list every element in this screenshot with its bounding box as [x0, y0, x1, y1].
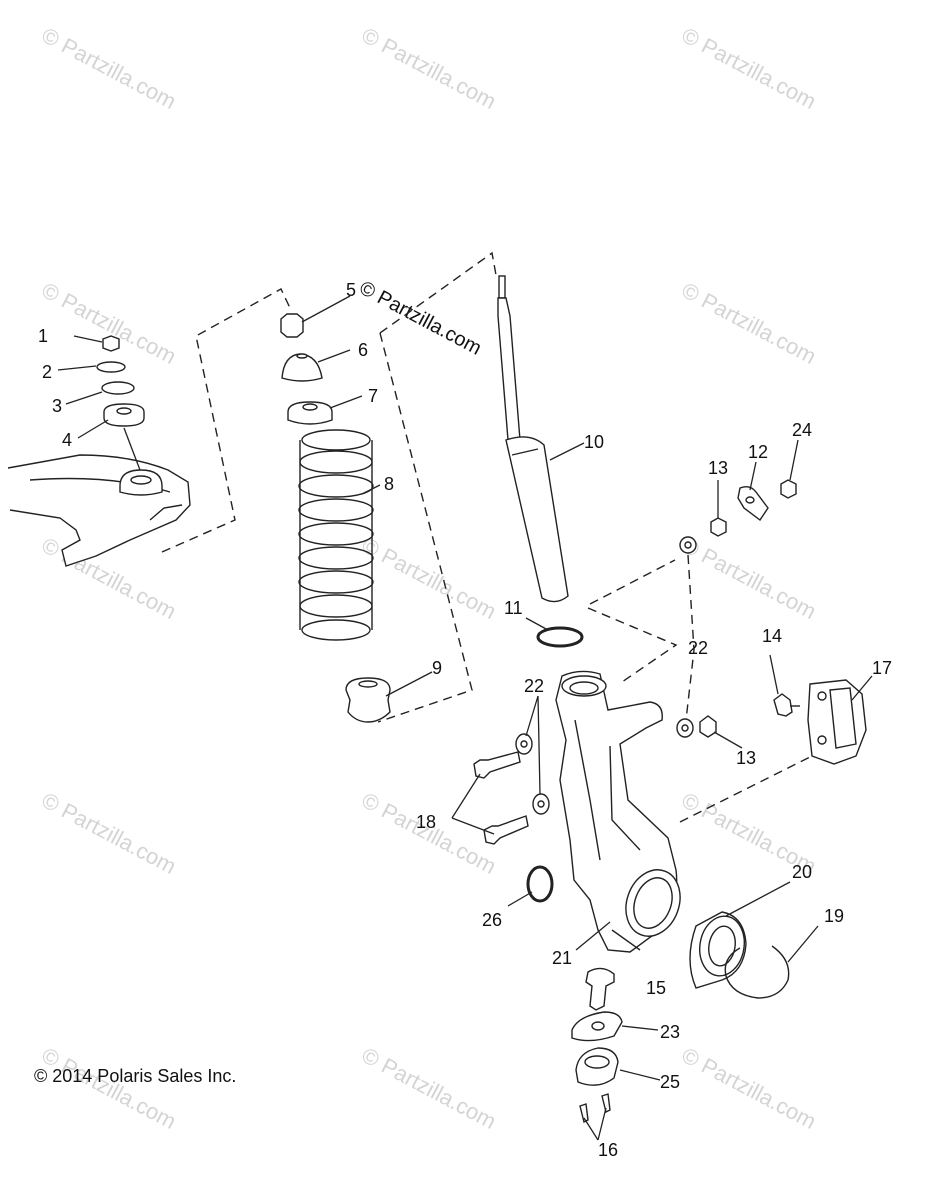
watermark: © Partzilla.com [38, 277, 181, 369]
cap-part-7 [287, 401, 333, 425]
callout-5[interactable]: 5 [346, 280, 356, 300]
callout-25[interactable]: 25 [660, 1072, 680, 1092]
callout-7[interactable]: 7 [368, 386, 378, 406]
watermark: © Partzilla.com [678, 22, 821, 114]
ball-joint-parts-15-16-23-25 [571, 967, 623, 1124]
nut-part-13-lower [699, 715, 717, 738]
washer-part-2 [96, 361, 126, 373]
callout-14[interactable]: 14 [762, 626, 782, 646]
steering-knuckle-part-21 [555, 670, 681, 953]
nut-part-24 [780, 479, 797, 499]
cap-part-6 [281, 353, 323, 382]
callout-22-left[interactable]: 22 [524, 676, 544, 696]
small-hardware-parts-12-13-24 [676, 479, 797, 738]
screw-part-16a [579, 1103, 589, 1124]
leader-lines [57, 295, 873, 1141]
top-mount-parts-5-7 [280, 313, 333, 425]
coil-spring-part-8 [298, 429, 374, 641]
clamp-part-12 [737, 485, 769, 522]
callout-1[interactable]: 1 [38, 326, 48, 346]
nut-part-13-upper [710, 517, 727, 537]
bolts-part-18 [473, 733, 550, 845]
callout-19[interactable]: 19 [824, 906, 844, 926]
washer-part-3 [101, 381, 135, 395]
nut-part-1 [102, 335, 120, 352]
watermark: © Partzilla.com [358, 22, 501, 114]
watermark: © Partzilla.com [38, 787, 181, 879]
assembly-dashed-lines [161, 251, 821, 823]
watermark: © Partzilla.com [358, 1042, 501, 1134]
callout-26[interactable]: 26 [482, 910, 502, 930]
watermark: © Partzilla.com [678, 532, 821, 624]
ring-part-11 [536, 626, 584, 648]
callout-17[interactable]: 17 [872, 658, 892, 678]
watermark: © Partzilla.com [678, 1042, 821, 1134]
screw-part-16b [601, 1093, 611, 1114]
callout-15[interactable]: 15 [646, 978, 666, 998]
bushing-stack-parts-1-4 [96, 335, 145, 427]
callout-20[interactable]: 20 [792, 862, 812, 882]
callout-21[interactable]: 21 [552, 948, 572, 968]
callout-6[interactable]: 6 [358, 340, 368, 360]
callout-13-lower[interactable]: 13 [736, 748, 756, 768]
watermark: © Partzilla.com [358, 787, 501, 879]
callout-10[interactable]: 10 [584, 432, 604, 452]
callout-23[interactable]: 23 [660, 1022, 680, 1042]
watermark: © Partzilla.com [38, 1042, 181, 1134]
caliper-parts-14-17 [773, 679, 867, 765]
callout-22-right[interactable]: 22 [688, 638, 708, 658]
frame-mount [7, 454, 191, 567]
callout-3[interactable]: 3 [52, 396, 62, 416]
ball-joint-part-15 [585, 967, 615, 1011]
shock-absorber-part-10 [497, 275, 569, 603]
callout-9[interactable]: 9 [432, 658, 442, 678]
callout-labels: 1 2 3 4 5 6 7 8 9 10 11 12 13 13 14 15 1… [38, 280, 892, 1160]
snap-ring-part-19 [724, 945, 790, 999]
callout-11[interactable]: 11 [504, 598, 523, 618]
callout-24[interactable]: 24 [792, 420, 812, 440]
callout-2[interactable]: 2 [42, 362, 52, 382]
callout-16[interactable]: 16 [598, 1140, 618, 1160]
watermark: © Partzilla.com [678, 277, 821, 369]
watermark-dark: © Partzilla.com [356, 277, 485, 360]
callout-18[interactable]: 18 [416, 812, 436, 832]
callout-4[interactable]: 4 [62, 430, 72, 450]
callout-13-upper[interactable]: 13 [708, 458, 728, 478]
callout-12[interactable]: 12 [748, 442, 768, 462]
copyright-notice: © 2014 Polaris Sales Inc. [34, 1066, 237, 1086]
nut-part-5 [280, 313, 304, 338]
ring-part-26 [526, 865, 554, 903]
bump-stop-part-9 [345, 677, 391, 723]
callout-8[interactable]: 8 [384, 474, 394, 494]
bushing-part-4 [103, 403, 145, 427]
watermark: © Partzilla.com [358, 532, 501, 624]
bolt-part-14 [773, 693, 793, 717]
watermark: © Partzilla.com [38, 22, 181, 114]
bearing-part-20 [689, 911, 747, 989]
